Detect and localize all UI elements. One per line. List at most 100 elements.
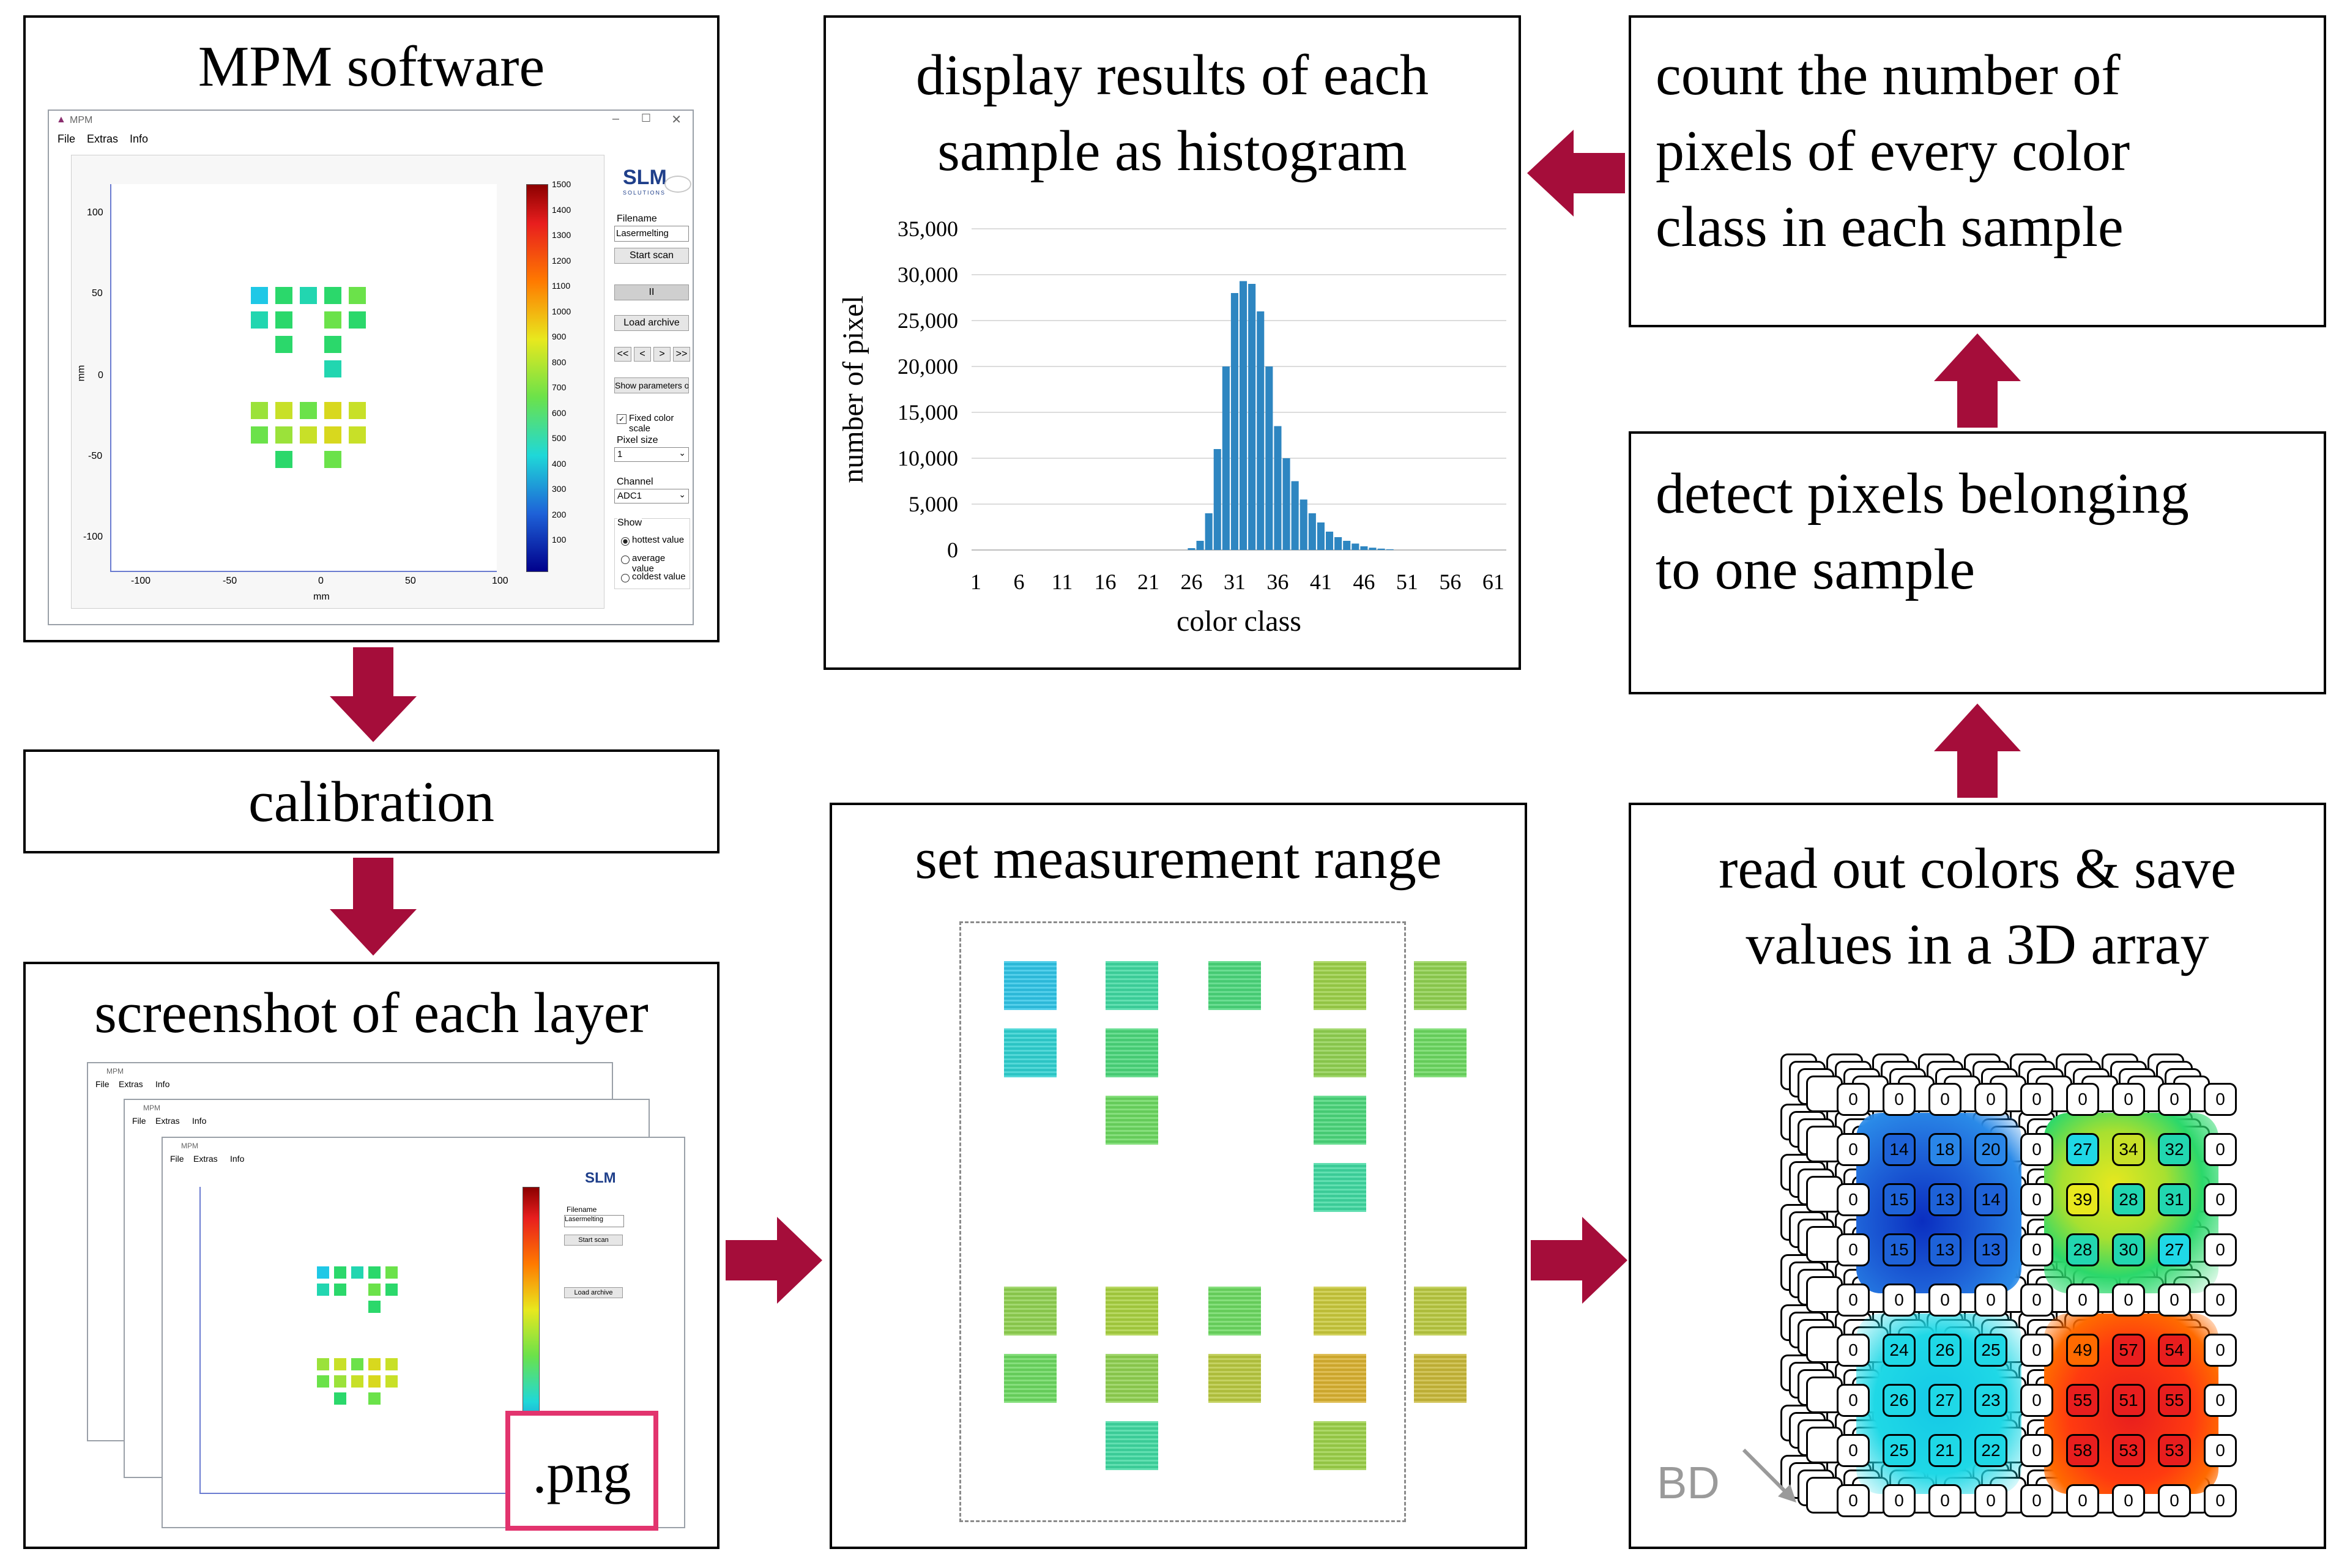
grid-cell: 25 — [1974, 1334, 2007, 1367]
start-scan-button[interactable]: Start scan — [614, 248, 689, 264]
maximize-icon[interactable]: ☐ — [641, 112, 651, 124]
pause-button[interactable]: II — [614, 284, 689, 300]
grid-cell: 58 — [2066, 1434, 2099, 1467]
y-tick-label: 20,000 — [898, 354, 958, 379]
sample-patch — [1314, 1287, 1366, 1336]
menu-info[interactable]: Info — [155, 1079, 170, 1089]
grid-cell: 0 — [1883, 1284, 1916, 1317]
grid-cell: 39 — [2066, 1183, 2099, 1216]
nav-next-button[interactable]: > — [653, 347, 671, 362]
radio-coldest[interactable] — [621, 574, 630, 582]
histogram-chart: 05,00010,00015,00020,00025,00030,00035,0… — [837, 217, 1506, 637]
arrow-up-readout-detect-icon — [1934, 704, 2021, 798]
fixed-color-checkbox[interactable]: ✓ — [617, 414, 627, 424]
y-tick-m100: -100 — [83, 532, 103, 542]
sample-patch — [1414, 1354, 1467, 1403]
radio-average[interactable] — [621, 555, 630, 564]
menu-info[interactable]: Info — [192, 1116, 207, 1126]
arrow-right-measurement-readout-icon — [1531, 1217, 1627, 1304]
histogram-bar — [1274, 426, 1282, 550]
count-title-line1: count the number of — [1656, 43, 2121, 107]
grid-cell: 14 — [1974, 1183, 2007, 1216]
front-load-archive-button[interactable]: Load archive — [564, 1287, 623, 1298]
x-tick-label: 46 — [1353, 570, 1375, 594]
window-title: MPM — [70, 115, 93, 125]
sample-patch — [1004, 1354, 1057, 1403]
window-title: MPM — [106, 1067, 124, 1076]
menu-extras[interactable]: Extras — [193, 1154, 218, 1164]
sample-patch — [1004, 1028, 1057, 1077]
plot-canvas — [110, 184, 497, 572]
menu-file[interactable]: File — [132, 1116, 146, 1126]
colorbar-tick: 600 — [552, 407, 567, 418]
grid-cell: 0 — [2158, 1484, 2191, 1517]
menu-file[interactable]: File — [170, 1154, 184, 1164]
menu-info[interactable]: Info — [130, 133, 149, 145]
x-tick-label: 6 — [1014, 570, 1025, 594]
calibration-box: calibration — [23, 749, 720, 853]
front-start-scan-button[interactable]: Start scan — [564, 1235, 623, 1246]
sample-patch — [1314, 1028, 1366, 1077]
grid-cell: 26 — [1883, 1384, 1916, 1417]
front-filename-label: Filename — [567, 1205, 597, 1214]
menu-extras[interactable]: Extras — [87, 133, 119, 145]
menu-extras[interactable]: Extras — [155, 1116, 180, 1126]
menu-file[interactable]: File — [95, 1079, 110, 1089]
y-tick-label: 0 — [947, 538, 958, 562]
grid-cell: 0 — [2020, 1434, 2053, 1467]
close-icon[interactable]: ✕ — [671, 113, 682, 127]
menu-info[interactable]: Info — [230, 1154, 245, 1164]
histogram-bar — [1240, 281, 1248, 550]
calibration-title: calibration — [248, 770, 494, 834]
load-archive-button[interactable]: Load archive — [614, 315, 689, 331]
grid-cell: 0 — [2204, 1284, 2237, 1317]
menu-extras[interactable]: Extras — [119, 1079, 143, 1089]
y-axis-label: mm — [76, 365, 87, 382]
grid-cell: 0 — [1928, 1484, 1961, 1517]
grid-cell: 49 — [2066, 1334, 2099, 1367]
grid-cell: 0 — [2020, 1083, 2053, 1116]
grid-cell: 0 — [2204, 1183, 2237, 1216]
colorbar-tick: 300 — [552, 484, 567, 494]
sample-patch — [1208, 961, 1261, 1010]
channel-select[interactable]: ADC1 ⌄ — [614, 489, 689, 503]
x-tick-m50: -50 — [223, 576, 237, 586]
radio-average-label: average value — [632, 553, 666, 574]
x-tick-label: 11 — [1052, 570, 1073, 594]
grid-cell: 28 — [2112, 1183, 2145, 1216]
nav-last-button[interactable]: >> — [673, 347, 690, 362]
menu-file[interactable]: File — [58, 133, 76, 145]
grid-cell: 0 — [1928, 1284, 1961, 1317]
colorbar-tick: 100 — [552, 535, 567, 544]
grid-cell: 51 — [2112, 1384, 2145, 1417]
pixel-size-select[interactable]: 1 ⌄ — [614, 447, 689, 462]
measurement-region — [959, 921, 1467, 1522]
grid-cell: 0 — [1928, 1083, 1961, 1116]
colorbar-tick: 800 — [552, 357, 567, 367]
front-filename-input[interactable]: Lasermelting — [564, 1215, 624, 1227]
grid-cell: 0 — [1837, 1484, 1870, 1517]
grid-cell: 0 — [2158, 1083, 2191, 1116]
nav-first-button[interactable]: << — [614, 347, 631, 362]
radio-hottest[interactable] — [621, 537, 630, 546]
filename-input[interactable]: Lasermelting — [614, 226, 689, 242]
show-parameters-button[interactable]: Show parameters of — [614, 377, 689, 393]
fixed-color-label: Fixed color scale — [629, 413, 674, 434]
grid-cell: 0 — [2204, 1083, 2237, 1116]
readout-box: read out colors & save values in a 3D ar… — [1629, 803, 2326, 1549]
minimize-icon[interactable]: – — [612, 112, 619, 125]
sample-patch — [1106, 1354, 1158, 1403]
y-tick-100: 100 — [87, 207, 103, 218]
nav-prev-button[interactable]: < — [634, 347, 651, 362]
chevron-down-icon: ⌄ — [679, 448, 686, 458]
grid-cell: 0 — [2112, 1484, 2145, 1517]
count-title-line3: class in each sample — [1656, 195, 2124, 259]
histogram-bar — [1377, 548, 1385, 550]
grid-cell: 55 — [2158, 1384, 2191, 1417]
grid-cell: 0 — [2020, 1284, 2053, 1317]
histogram-title-line2: sample as histogram — [937, 119, 1407, 183]
front-plot-canvas — [199, 1187, 507, 1494]
y-tick-label: 10,000 — [898, 446, 958, 470]
grid-cell: 13 — [1928, 1183, 1961, 1216]
